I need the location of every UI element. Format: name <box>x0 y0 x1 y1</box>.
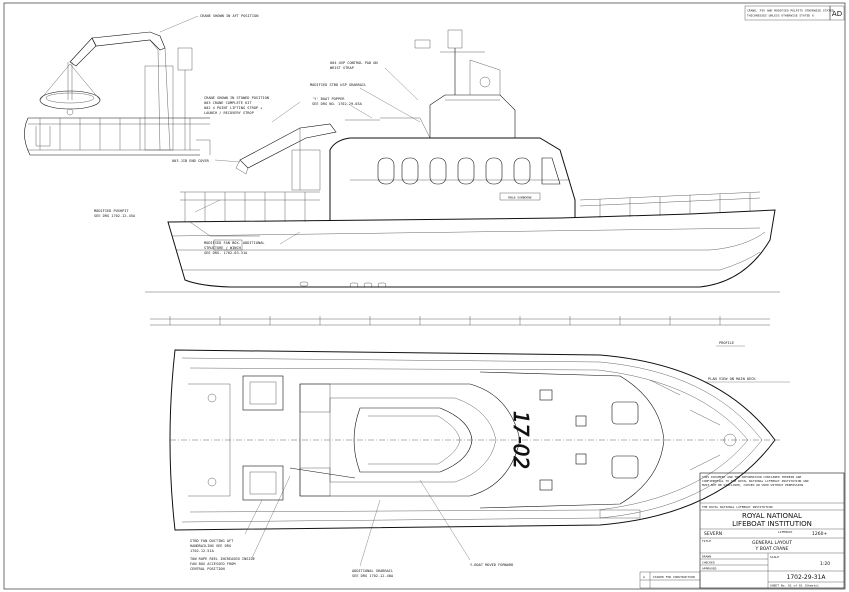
callout-crane-stowed-1: CRANE SHOWN IN STOWED POSITION <box>204 96 269 100</box>
callout-fan-box-2: STRUCTURE / WINCH <box>204 246 241 250</box>
plan-view: 17-02 <box>169 349 780 531</box>
scale-label: SCALE <box>770 555 779 559</box>
callout-sea-usp-2: WRIST STRAP <box>330 66 354 70</box>
crane-aft-detail <box>24 31 211 156</box>
bow-number: 17-02 <box>509 411 533 469</box>
callout-y-boat-moved: Y-BOAT MOVED FORWARD <box>470 563 513 567</box>
callout-sea-usp-1: 004 USP CONTROL PAD ON <box>330 61 378 65</box>
callout-y-boat-popper-2: SEE DRG NO. 1702-29-03A <box>312 102 363 106</box>
view-label-profile: PROFILE <box>719 341 734 345</box>
callout-stbd-fan-ducting-2: HANDRAILING SEE DRG <box>190 544 231 548</box>
org-line2: LIFEBOAT INSTITUTION <box>732 520 812 528</box>
drawn-label: DRAWN <box>702 555 711 559</box>
copyright: THE ROYAL NATIONAL LIFEBOAT INSTITUTION <box>702 505 773 509</box>
superstructure-windows <box>377 157 561 185</box>
callout-tow-rope-reel-2: FAN BOX ACCESSED FROM <box>190 562 236 566</box>
notice-line1: THIS DOCUMENT AND THE INFORMATION CONTAI… <box>702 475 802 479</box>
lifeboat-label: LIFEBOAT <box>778 530 793 534</box>
sheet-border <box>3 2 846 590</box>
revision-strip: A ISSUED FOR CONSTRUCTION <box>639 571 701 589</box>
name-plate: RNLB SAMBORNE <box>508 196 532 200</box>
org-line1: ROYAL NATIONAL <box>742 512 802 520</box>
view-label-plan: PLAN VIEW ON MAIN DECK <box>708 377 756 381</box>
revision-note-line1: CRANE, PIV AND MODIFIED PULPITS OTHERWIS… <box>747 9 834 13</box>
profile-leaders <box>194 67 421 245</box>
profile-view: RNLB SAMBORNE <box>167 29 776 288</box>
title-line1: GENERAL LAYOUT <box>752 540 792 546</box>
callout-modified-grabrail: MODIFIED STBD USP GRABRAIL <box>310 83 366 87</box>
notice-line2: CONFIDENTIAL TO THE ROYAL NATIONAL LIFEB… <box>702 479 809 483</box>
lifeboat-number: 1260+ <box>812 531 827 537</box>
callout-fan-box-3: SEE DRG. 1702-03-31A <box>204 251 248 255</box>
callout-fan-box-1: MODIFIED FAN BOX. ADDITIONAL <box>204 241 265 245</box>
callout-additional-grabrail-2: SEE DRG 1702-12-40A <box>352 574 394 578</box>
callout-crane-stowed-4: LAUNCH / RECOVERY STROP <box>204 111 254 115</box>
plan-leaders <box>244 475 471 567</box>
revision-description: ISSUED FOR CONSTRUCTION <box>653 575 695 579</box>
revision-note-line2: THICKNESSES UNLESS OTHERWISE STATED 6 <box>747 14 814 18</box>
callout-modified-pushpit-1: MODIFIED PUSHPIT <box>94 209 129 213</box>
approved-label: APPROVED <box>702 567 717 571</box>
plan-callouts: STBD FAN DUCTING AFT HANDRAILING SEE DRG… <box>190 539 513 578</box>
callout-modified-pushpit-2: SEE DRG 1702-12-45A <box>94 214 136 218</box>
callout-stbd-fan-ducting-3: 1702-12-51A <box>190 549 215 553</box>
boat-class: SEVERN <box>704 531 722 537</box>
callout-additional-grabrail-1: ADDITIONAL GRABRAIL <box>352 569 393 573</box>
revision-code: AD <box>832 10 842 18</box>
callout-y-boat-popper-1: 'Y' BOAT POPPER <box>312 97 345 101</box>
drawing-number: 1702-29-31A <box>787 574 827 581</box>
scale-value: 1:20 <box>820 561 830 567</box>
callout-crane-stowed-2: 003 CRANE COMPLETE KIT <box>204 101 252 105</box>
callout-jib-end-cover: 003 JIB END COVER <box>172 159 210 163</box>
callout-crane-aft: CRANE SHOWN IN AFT POSITION <box>200 14 258 18</box>
profile-callouts: 004 USP CONTROL PAD ON WRIST STRAP MODIF… <box>94 61 378 255</box>
hull-ports <box>299 281 387 288</box>
title-block: THIS DOCUMENT AND THE INFORMATION CONTAI… <box>699 472 845 589</box>
callout-tow-rope-reel-3: CENTRAL POSITION <box>190 567 225 571</box>
callout-stbd-fan-ducting-1: STBD FAN DUCTING AFT <box>190 539 234 543</box>
notice-line3: MUST NOT BE DISCLOSED, COPIED OR USED WI… <box>702 483 803 487</box>
title-label: TITLE <box>702 539 711 543</box>
revision-note: CRANE, PIV AND MODIFIED PULPITS OTHERWIS… <box>744 5 845 21</box>
revision-letter: A <box>643 575 645 579</box>
sheet-number: SHEET No. 01 of 01 [Sheets] <box>770 584 819 588</box>
frame-scale <box>145 291 780 326</box>
deck-hatches <box>242 375 639 501</box>
title-line2: Y BOAT CRANE <box>755 546 789 552</box>
callout-tow-rope-reel-1: TOW ROPE REEL INCREASED INSIDE <box>190 557 255 561</box>
checked-label: CHECKED <box>702 561 715 565</box>
callout-crane-stowed-3: 002 4 POINT LIFTING STROP + <box>204 106 263 110</box>
